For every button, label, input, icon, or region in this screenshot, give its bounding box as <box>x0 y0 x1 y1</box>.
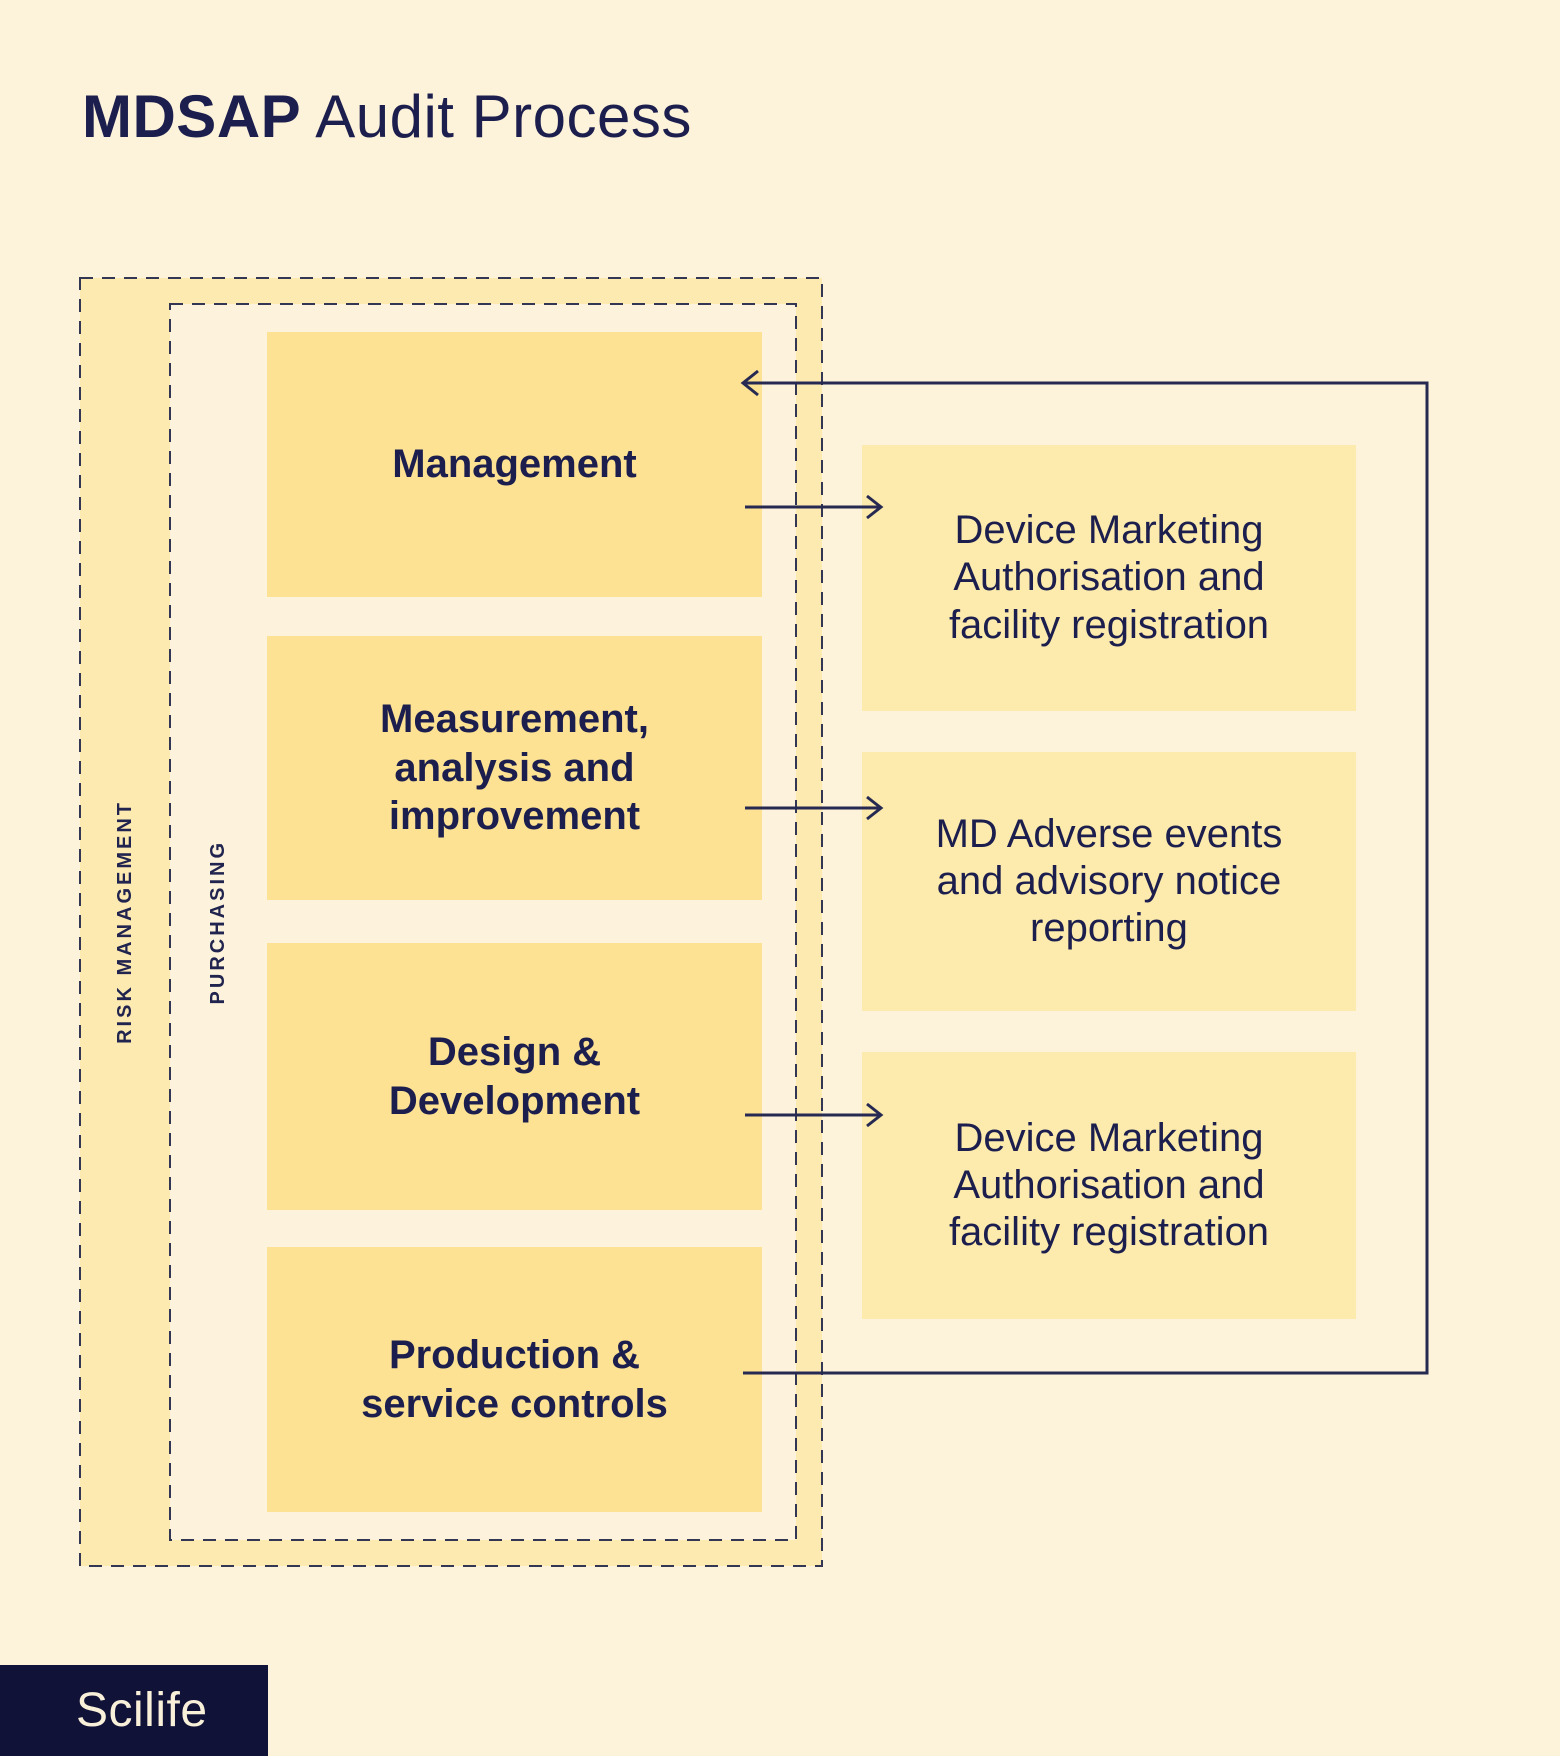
risk-management-label: RISK MANAGEMENT <box>113 800 136 1044</box>
purchasing-label: PURCHASING <box>207 839 229 1005</box>
purchasing-label-wrap: PURCHASING <box>170 304 267 1540</box>
scilife-logo: Scilife <box>0 1665 268 1756</box>
title-rest: Audit Process <box>315 83 692 150</box>
title-brand: MDSAP <box>82 83 302 150</box>
scilife-logo-text: Scilife <box>76 1684 208 1737</box>
risk-management-label-wrap: RISK MANAGEMENT <box>80 278 170 1566</box>
